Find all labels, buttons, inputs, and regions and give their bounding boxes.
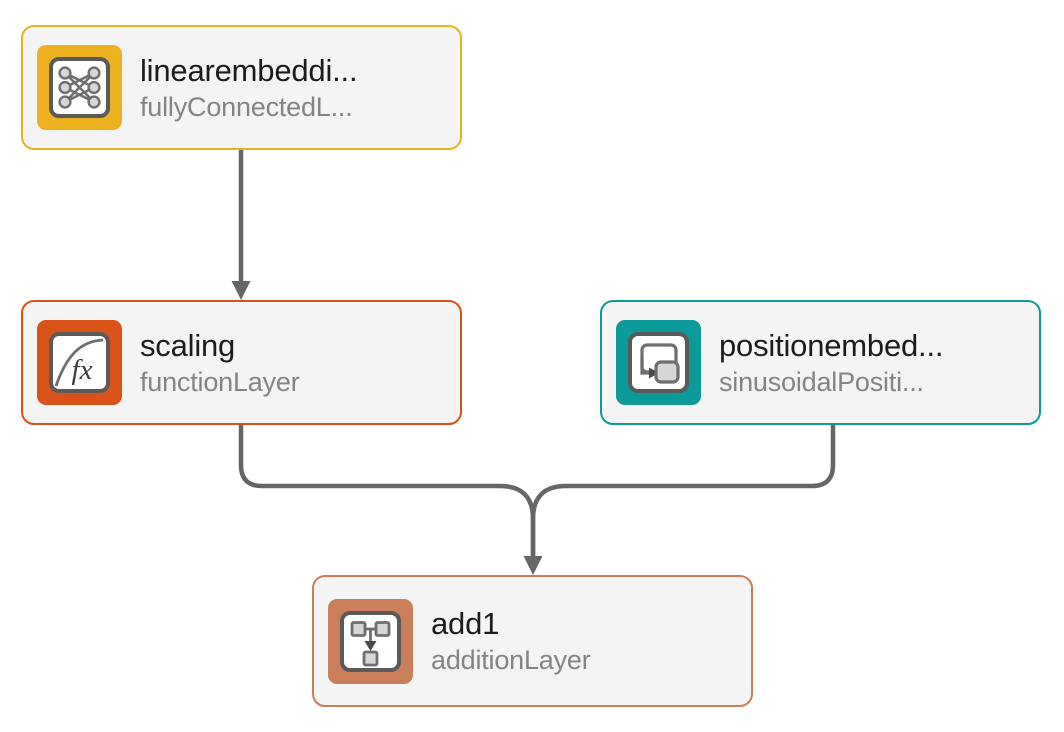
function-layer-fx-icon: fx (37, 320, 122, 405)
node-label-group: scaling functionLayer (140, 327, 448, 399)
node-label-group: linearembeddi... fullyConnectedL... (140, 52, 448, 124)
node-linearembedding[interactable]: linearembeddi... fullyConnectedL... (21, 25, 462, 150)
node-subtitle: functionLayer (140, 366, 300, 397)
node-subtitle: fullyConnectedL... (140, 91, 353, 122)
node-title: scaling (140, 327, 236, 363)
fully-connected-layer-icon (37, 45, 122, 130)
node-add1[interactable]: add1 additionLayer (312, 575, 753, 707)
addition-layer-icon (328, 598, 413, 684)
node-subtitle: sinusoidalPositi... (719, 366, 924, 397)
node-title: linearembeddi... (140, 52, 358, 88)
edge-positionembedding-to-add1 (523, 425, 836, 575)
node-label-group: add1 additionLayer (431, 605, 739, 677)
svg-text:fx: fx (72, 354, 93, 386)
node-title: add1 (431, 606, 500, 641)
node-title: positionembed... (719, 327, 944, 363)
node-subtitle: additionLayer (431, 645, 591, 675)
sinusoidal-position-embedding-icon (616, 320, 701, 405)
node-label-group: positionembed... sinusoidalPositi... (719, 327, 1027, 399)
node-scaling[interactable]: fx scaling functionLayer (21, 300, 462, 425)
edge-linearembedding-to-scaling (231, 150, 251, 300)
node-positionembedding[interactable]: positionembed... sinusoidalPositi... (600, 300, 1041, 425)
edge-scaling-to-add1 (238, 425, 536, 557)
